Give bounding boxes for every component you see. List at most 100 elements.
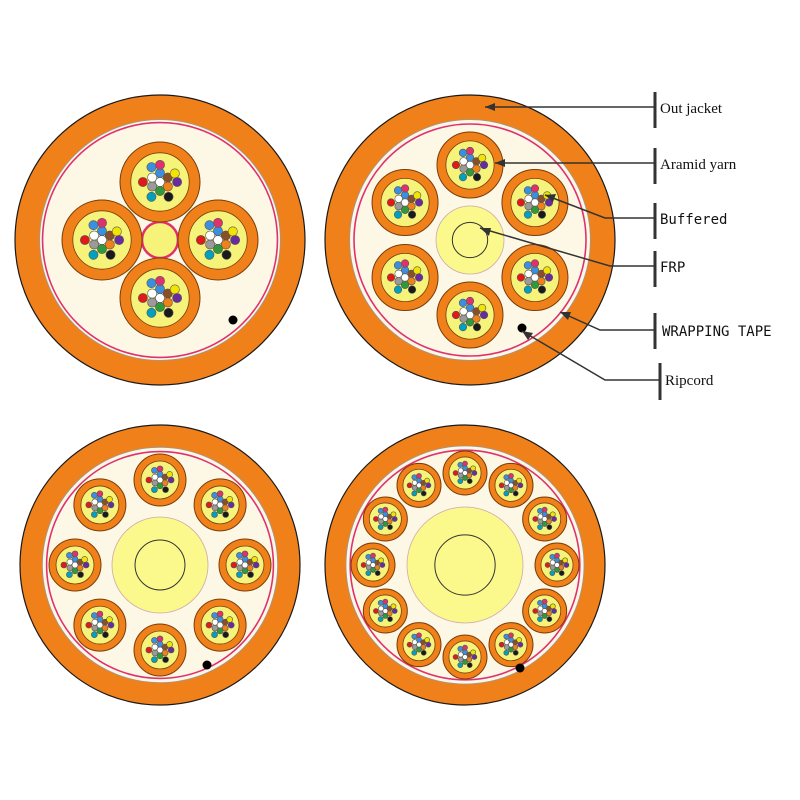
fiber bbox=[517, 482, 524, 489]
cable-6-subunit bbox=[324, 94, 616, 386]
fiber bbox=[400, 259, 410, 268]
buffered-subunit bbox=[48, 538, 102, 592]
arrow-buffered bbox=[545, 194, 556, 202]
fiber bbox=[137, 177, 148, 187]
fiber bbox=[387, 524, 393, 530]
fiber bbox=[407, 202, 416, 211]
fiber bbox=[425, 482, 432, 489]
buffered-subunit bbox=[73, 598, 127, 652]
fiber bbox=[80, 235, 90, 245]
fiber bbox=[216, 490, 224, 498]
fiber bbox=[161, 649, 169, 657]
fiber bbox=[524, 269, 533, 278]
fiber bbox=[479, 160, 489, 170]
fiber bbox=[472, 323, 482, 332]
fiber bbox=[374, 570, 381, 576]
fiber bbox=[406, 641, 413, 648]
buffered-subunit bbox=[534, 542, 580, 588]
fiber bbox=[246, 564, 254, 572]
fiber bbox=[537, 277, 546, 286]
arrow-aramid-yarn bbox=[495, 159, 505, 167]
fiber bbox=[512, 490, 519, 497]
fiber bbox=[156, 465, 164, 473]
fiber bbox=[425, 641, 432, 648]
fiber bbox=[411, 649, 418, 656]
fiber bbox=[216, 610, 224, 618]
buffered-subunit bbox=[193, 478, 247, 532]
fiber bbox=[85, 621, 93, 629]
wrapping-tape bbox=[41, 121, 279, 359]
fiber bbox=[387, 616, 393, 622]
fiber bbox=[77, 571, 84, 578]
fiber bbox=[211, 618, 219, 626]
fiber bbox=[230, 561, 238, 569]
fiber bbox=[458, 148, 468, 157]
fiber bbox=[537, 285, 547, 294]
fiber bbox=[66, 552, 73, 559]
fiber bbox=[508, 473, 514, 479]
fiber bbox=[236, 564, 244, 572]
fiber bbox=[241, 550, 249, 558]
fiber bbox=[508, 632, 514, 639]
fiber bbox=[66, 564, 74, 572]
fiber bbox=[162, 656, 169, 663]
fiber bbox=[546, 610, 552, 617]
label-buffered: Buffered bbox=[660, 212, 727, 228]
fiber bbox=[378, 610, 384, 617]
fiber bbox=[236, 552, 243, 559]
frp-rod bbox=[434, 534, 496, 596]
buffered-subunit bbox=[488, 622, 534, 668]
fiber bbox=[420, 490, 427, 497]
fiber bbox=[96, 507, 104, 515]
ripcord bbox=[515, 663, 525, 673]
cable-12-subunit bbox=[324, 424, 606, 706]
fiber bbox=[377, 616, 384, 622]
buffered-subunit bbox=[371, 244, 439, 311]
fiber bbox=[459, 164, 468, 173]
fiber bbox=[227, 226, 238, 237]
fiber bbox=[365, 554, 372, 560]
fiber bbox=[524, 202, 533, 211]
fiber bbox=[365, 570, 372, 576]
fiber bbox=[462, 475, 468, 481]
fiber bbox=[211, 612, 218, 619]
fiber bbox=[76, 564, 84, 572]
fiber bbox=[512, 649, 519, 656]
label-leaders bbox=[479, 92, 662, 400]
fiber bbox=[503, 480, 510, 486]
fiber bbox=[537, 524, 543, 530]
fiber bbox=[458, 173, 468, 182]
fiber bbox=[97, 244, 107, 254]
leader-buffered bbox=[544, 194, 655, 219]
fiber bbox=[91, 498, 99, 506]
fiber bbox=[378, 557, 384, 564]
fiber bbox=[537, 508, 543, 514]
fiber bbox=[205, 501, 213, 509]
fiber bbox=[420, 484, 427, 491]
fiber bbox=[562, 557, 568, 564]
fiber bbox=[465, 146, 475, 156]
fiber bbox=[462, 644, 468, 651]
fiber bbox=[89, 239, 100, 250]
fiber bbox=[465, 296, 475, 306]
fiber bbox=[221, 624, 229, 632]
fiber bbox=[558, 564, 565, 571]
ripcord bbox=[202, 660, 212, 670]
fiber bbox=[411, 490, 418, 497]
fiber bbox=[459, 157, 468, 166]
fiber bbox=[227, 501, 235, 509]
arrow-wrapping-tape bbox=[560, 312, 571, 320]
fiber bbox=[413, 191, 422, 200]
buffered-subunit bbox=[119, 257, 201, 339]
fiber bbox=[478, 153, 487, 163]
fiber bbox=[472, 164, 481, 173]
buffered-subunit bbox=[488, 462, 534, 508]
fiber bbox=[162, 297, 173, 308]
fiber bbox=[530, 184, 540, 193]
fiber bbox=[378, 605, 384, 612]
fiber bbox=[549, 564, 556, 571]
fiber bbox=[524, 194, 533, 203]
fiber bbox=[457, 462, 464, 468]
fiber bbox=[145, 476, 153, 484]
